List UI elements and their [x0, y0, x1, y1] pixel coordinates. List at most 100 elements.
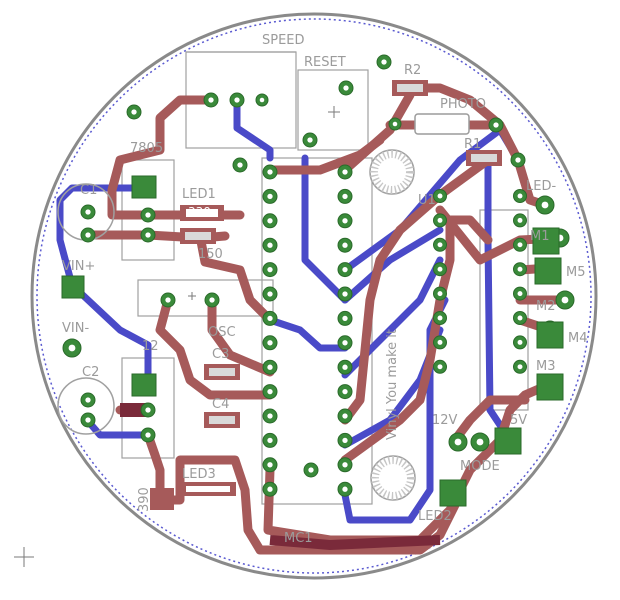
label-photo: PHOTO — [440, 97, 486, 112]
u1-pad-right-7-drill — [517, 339, 523, 345]
ic-pad-left-4-drill — [267, 242, 273, 248]
pad-1-drill — [208, 97, 214, 103]
pad-9-drill — [493, 122, 499, 128]
ic-pad-left-12-drill — [267, 437, 273, 444]
u1-pad-left-2-drill — [437, 217, 443, 223]
label-390: 390 — [137, 487, 152, 512]
pad-25-drill — [541, 201, 549, 209]
u1-pad-right-6-drill — [517, 315, 523, 321]
mirrored-board-text: Vinyl You make it — [385, 329, 400, 440]
pad-23-drill — [85, 417, 91, 423]
board-dotted-edge — [36, 18, 592, 574]
ic-pad-right-2-drill — [342, 193, 348, 200]
label-c3: C3 — [212, 347, 229, 362]
pad-2-drill — [234, 97, 240, 103]
label-led3: LED3 — [182, 467, 216, 482]
pad-12-drill — [145, 232, 151, 238]
ic-pad-right-9-drill — [342, 364, 348, 370]
ic-pad-left-3-drill — [267, 218, 273, 224]
label-c4: C4 — [212, 397, 229, 412]
u1-pad-right-8-drill — [517, 364, 523, 370]
label-7805: 7805 — [130, 141, 163, 156]
ic-pad-left-11-drill — [267, 413, 273, 419]
pad-5-drill — [343, 85, 349, 91]
pad-31-drill — [454, 438, 462, 446]
pad-6-drill — [307, 137, 313, 143]
ic-pad-right-6-drill — [342, 291, 348, 297]
label-12v: 12V — [432, 413, 458, 428]
label-m5: M5 — [566, 265, 586, 280]
ic-pad-right-10-drill — [342, 388, 348, 395]
label-150: 150 — [198, 247, 223, 262]
pad-17-drill — [209, 297, 215, 303]
board-outline — [30, 12, 598, 580]
pad-32-drill — [476, 438, 484, 446]
ic-pad-right-1-drill — [342, 169, 348, 175]
label-reset: RESET — [304, 55, 346, 70]
u1-pad-left-3-drill — [437, 242, 443, 248]
pad-22-drill — [85, 397, 91, 403]
pad-19-drill — [68, 344, 76, 352]
smd-parts — [150, 80, 502, 510]
label-m3: M3 — [536, 359, 556, 374]
ic-pad-left-5-drill — [267, 266, 273, 273]
label-osc: OSC — [208, 325, 236, 340]
u1-pad-right-1-drill — [517, 193, 523, 199]
u1-pad-right-3-drill — [517, 242, 523, 248]
pad-13-drill — [85, 209, 91, 215]
photo-resistor-body — [414, 113, 470, 135]
ic-pad-left-10-drill — [267, 388, 273, 395]
u1-pad-right-4-drill — [517, 266, 523, 272]
pad-28-drill — [561, 296, 569, 304]
pad-16-drill — [165, 297, 171, 303]
label-330: 330 — [188, 205, 211, 219]
label-led1: LED1 — [182, 187, 216, 202]
label-speed: SPEED — [262, 33, 305, 48]
ic-pad-left-14-drill — [267, 486, 273, 492]
pad-20-drill — [145, 407, 151, 413]
ic-pad-left-9-drill — [267, 364, 273, 370]
bottom-layer-traces — [56, 96, 522, 524]
ic-pad-right-8-drill — [342, 340, 348, 346]
label-mc1: MC1 — [284, 531, 313, 546]
pad-14-drill — [85, 232, 91, 238]
label-m2: M2 — [536, 299, 556, 314]
ic-pad-right-11-drill — [342, 413, 348, 419]
label-vin-minus: VIN- — [62, 321, 89, 336]
u1-pad-left-8-drill — [437, 364, 443, 370]
silkscreen-labels: SPEED RESET R2 PHOTO R1 U1 LED- 7805 C1 … — [62, 33, 588, 546]
pad-7-drill — [381, 59, 387, 65]
board-edge-strap — [269, 535, 441, 551]
mounting-holes — [369, 149, 416, 501]
u1-pad-right-2-drill — [517, 217, 523, 223]
label-c2: C2 — [82, 365, 99, 380]
pad-21-drill — [145, 432, 151, 438]
u1-pad-left-7-drill — [437, 339, 443, 345]
label-led-minus: LED- — [526, 179, 556, 194]
label-m4: M4 — [568, 331, 588, 346]
ic-pad-right-12-drill — [342, 437, 348, 444]
ic-pad-left-8-drill — [267, 340, 273, 346]
label-r2: R2 — [404, 63, 421, 78]
label-u1: U1 — [418, 193, 436, 208]
pad-4-drill — [131, 109, 137, 115]
ic-pads-mc1 — [262, 164, 353, 497]
pad-24-drill — [308, 467, 314, 473]
label-12: 12 — [142, 339, 159, 354]
label-vin-plus: VIN+ — [62, 259, 95, 274]
ic-pad-left-1-drill — [267, 169, 273, 175]
u1-pad-left-1-drill — [437, 193, 443, 199]
ic-pad-left-13-drill — [267, 462, 273, 468]
ic-pad-right-4-drill — [342, 242, 348, 248]
pad-3-drill — [259, 97, 265, 103]
ic-pad-right-5-drill — [342, 266, 348, 273]
label-5v: 5V — [510, 413, 527, 428]
ic-pad-right-3-drill — [342, 218, 348, 224]
label-c1: C1 — [80, 183, 97, 198]
pad-15-drill — [237, 162, 243, 168]
ic-pad-right-13-drill — [342, 462, 348, 468]
ic-pad-left-2-drill — [267, 193, 273, 200]
u1-pad-right-5-drill — [517, 291, 523, 297]
label-m1: M1 — [530, 229, 550, 244]
